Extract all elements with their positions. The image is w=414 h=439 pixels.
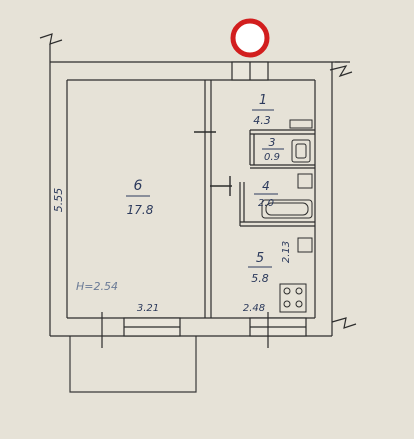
living-length-dimension: 5.55 [52,188,65,213]
room-6-label: 6 17.8 [126,178,154,217]
svg-text:5.8: 5.8 [251,272,269,285]
room-1-label: 1 4.3 [252,93,274,127]
svg-text:6: 6 [134,178,143,194]
openings [101,61,307,348]
room-4-label: 4 2.0 [254,179,278,209]
svg-text:17.8: 17.8 [127,203,154,217]
svg-text:4: 4 [262,179,270,193]
living-width-dimension: 3.21 [137,303,159,314]
svg-text:1: 1 [259,93,267,108]
kitchen-width-dimension: 2.48 [243,303,265,314]
bathroom-fixtures [261,119,313,219]
wall-break-marks [39,33,357,329]
svg-text:3: 3 [269,136,276,149]
interior-partitions [204,80,315,318]
red-circle-marker [230,18,270,58]
kitchen-length-dimension: 2.13 [281,241,292,263]
room-3-label: 3 0.9 [262,136,284,163]
svg-text:2.0: 2.0 [258,198,274,209]
svg-text:4.3: 4.3 [253,114,271,127]
room-5-label: 5 5.8 [248,251,272,285]
svg-text:0.9: 0.9 [264,152,280,163]
height-note: H=2.54 [76,280,118,293]
balcony [69,336,197,393]
kitchen-stove [279,237,313,313]
outer-walls [49,44,340,337]
door-marks [194,131,232,196]
svg-text:5: 5 [256,251,264,266]
